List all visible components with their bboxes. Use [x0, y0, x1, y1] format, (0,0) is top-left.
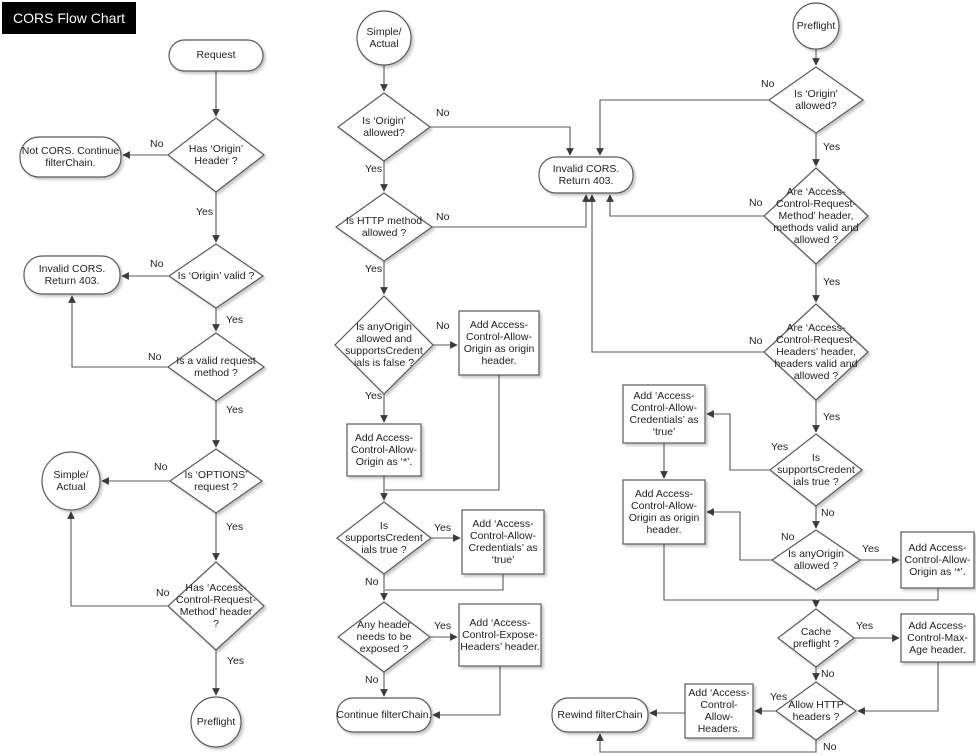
sa-expose-headers-shape: [337, 601, 431, 673]
is-options-request-shape: [168, 448, 264, 514]
pf-add-origin-star-shape: [900, 531, 975, 589]
flow-edge: [706, 508, 772, 561]
flow-edge: [588, 194, 764, 353]
flow-edge: [430, 126, 574, 156]
is-origin-valid-shape: [167, 243, 265, 309]
flow-edge: [432, 194, 590, 228]
continue-filterchain-shape: [336, 697, 432, 733]
mid-invalid-cors-shape: [538, 156, 634, 194]
flow-edge: [606, 194, 764, 217]
pf-anyorigin-allowed-shape: [770, 529, 862, 591]
invalid-cors-shape: [23, 255, 121, 295]
flow-edge: [596, 99, 769, 156]
sa-add-origin-star-shape: [346, 423, 422, 477]
sa-anyorigin-credentials-shape: [334, 295, 434, 395]
request-shape: [168, 39, 264, 72]
not-cors-shape: [19, 136, 122, 178]
has-acrm-header-shape: [167, 561, 265, 651]
sa-http-method-shape: [334, 192, 434, 262]
sa-add-credentials-shape: [461, 509, 545, 575]
sa-add-origin-header-shape: [458, 310, 540, 376]
pf-origin-allowed-shape: [767, 66, 865, 134]
cache-preflight-shape: [777, 608, 855, 668]
preflight-connector-shape: [190, 696, 242, 748]
simple-actual-start-shape: [356, 10, 412, 66]
flow-edge: [385, 574, 504, 591]
allow-http-headers-shape: [774, 681, 858, 741]
sa-add-expose-headers-shape: [458, 603, 542, 667]
pf-add-max-age-shape: [900, 613, 975, 663]
rewind-filterchain-shape: [551, 697, 649, 733]
pf-add-origin-header-shape: [622, 479, 706, 545]
flow-edge: [857, 662, 939, 715]
pf-acrm-valid-shape: [763, 167, 869, 265]
pf-acrh-valid-shape: [763, 303, 869, 401]
flow-edge: [818, 588, 939, 601]
flow-edge: [432, 666, 501, 719]
flow-edge: [596, 733, 817, 753]
has-origin-header-shape: [167, 117, 265, 193]
flow-edge: [67, 511, 168, 607]
shapes-layer: [19, 2, 975, 748]
flow-edge: [68, 295, 168, 368]
flow-edge: [706, 410, 770, 471]
preflight-start-shape: [792, 2, 840, 50]
flow-edge: [663, 544, 820, 608]
pf-add-credentials-shape: [622, 384, 706, 444]
edges-layer: [67, 49, 939, 753]
sa-supports-credentials-shape: [336, 501, 432, 575]
is-valid-method-shape: [166, 332, 266, 402]
pf-add-allow-headers-shape: [684, 683, 754, 739]
pf-supports-credentials-shape: [769, 433, 863, 507]
chart-title: CORS Flow Chart: [2, 2, 137, 34]
flow-edge: [385, 375, 500, 491]
sa-origin-allowed-shape: [336, 92, 432, 162]
simple-actual-connector-shape: [41, 451, 101, 511]
